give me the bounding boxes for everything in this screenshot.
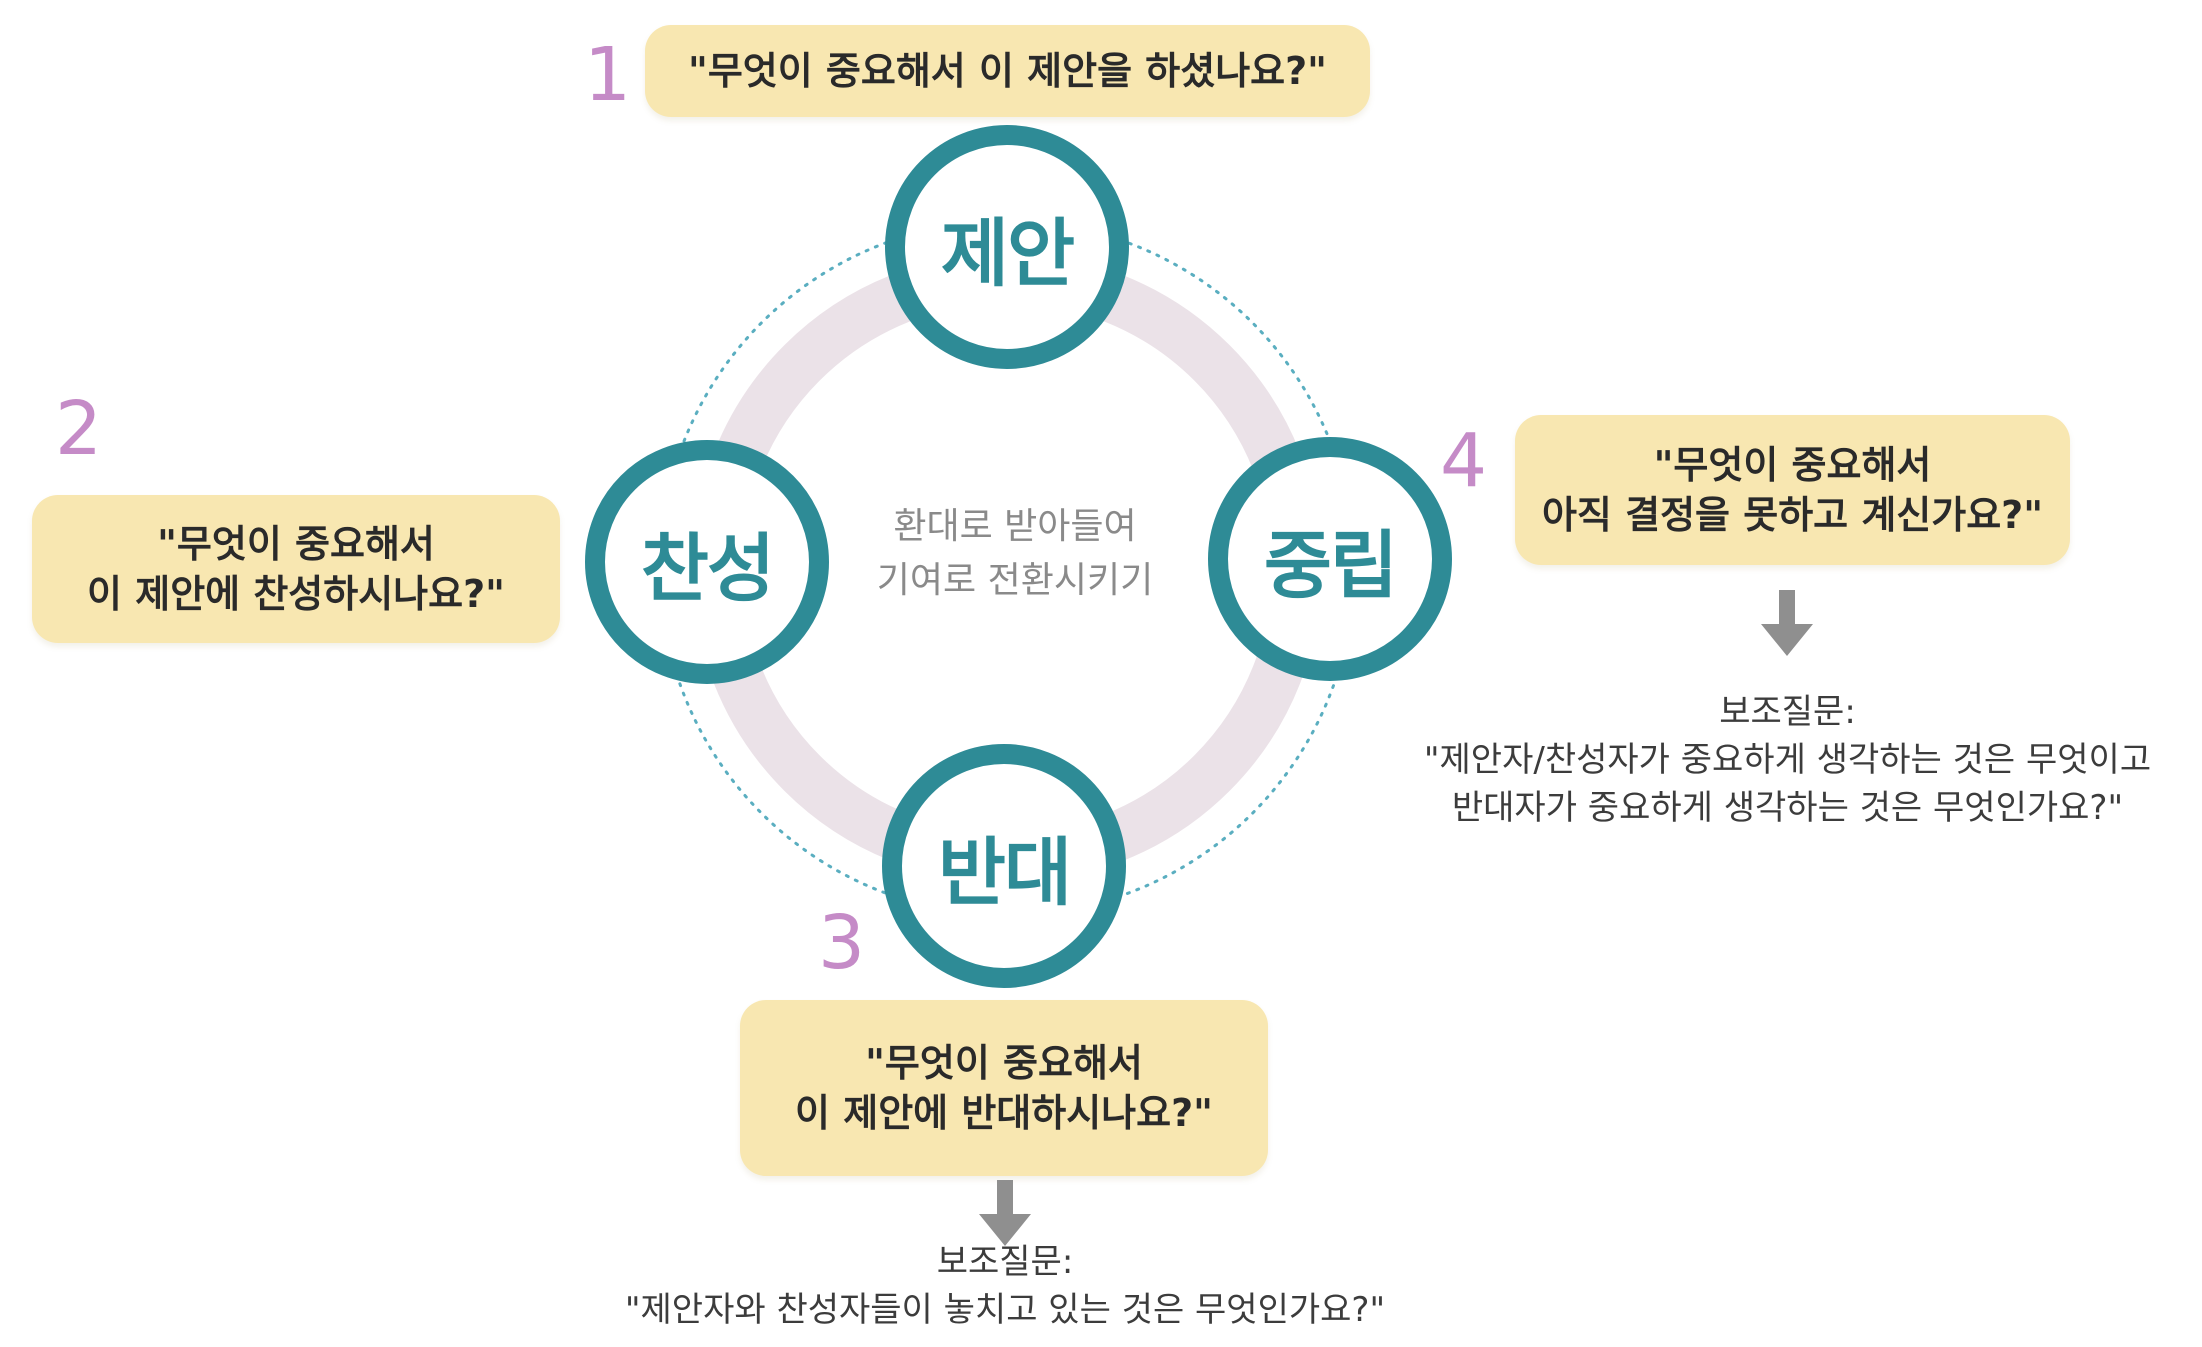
sub-question-label: 보조질문: (936, 1242, 1074, 1282)
question-box-neutral: "무엇이 중요해서 아직 결정을 못하고 계신가요?" (1515, 415, 2070, 565)
center-caption: 환대로 받아들여 기여로 전환시키기 (845, 500, 1185, 608)
node-label-proposal: 제안 (940, 210, 1075, 297)
question-box-oppose: "무엇이 중요해서 이 제안에 반대하시나요?" (740, 1000, 1268, 1176)
question-box-support: "무엇이 중요해서 이 제안에 찬성하시나요?" (32, 495, 560, 643)
down-arrow-icon (979, 1180, 1031, 1246)
question-text: "무엇이 중요해서 이 제안을 하셨나요?" (688, 46, 1327, 96)
node-oppose: 반대 (882, 744, 1126, 988)
node-label-neutral: 중립 (1263, 522, 1398, 609)
node-support: 찬성 (585, 440, 829, 684)
step-number-3: 3 (818, 900, 866, 986)
sub-question-line: 반대자가 중요하게 생각하는 것은 무엇인가요?" (1451, 788, 2124, 828)
center-line-2: 기여로 전환시키기 (876, 560, 1154, 601)
step-number-4: 4 (1440, 418, 1488, 504)
step-number-2: 2 (55, 386, 103, 472)
question-line: "무엇이 중요해서 (1653, 443, 1932, 487)
question-line: "무엇이 중요해서 이 제안을 하셨나요?" (688, 49, 1327, 93)
node-neutral: 중립 (1208, 437, 1452, 681)
sub-question-neutral: 보조질문: "제안자/찬성자가 중요하게 생각하는 것은 무엇이고 반대자가 중… (1380, 688, 2195, 832)
step-number-1: 1 (584, 32, 632, 118)
node-label-support: 찬성 (640, 525, 775, 612)
question-line: 이 제안에 찬성하시나요?" (87, 572, 505, 616)
question-text: "무엇이 중요해서 이 제안에 찬성하시나요?" (87, 519, 505, 619)
sub-question-label: 보조질문: (1719, 692, 1856, 732)
center-line-1: 환대로 받아들여 (893, 506, 1137, 547)
question-text: "무엇이 중요해서 이 제안에 반대하시나요?" (795, 1038, 1213, 1138)
node-proposal: 제안 (885, 125, 1129, 369)
question-line: 아직 결정을 못하고 계신가요?" (1541, 493, 2044, 537)
sub-question-line: "제안자와 찬성자들이 놓치고 있는 것은 무엇인가요?" (624, 1290, 1386, 1330)
down-arrow-icon (1761, 590, 1813, 656)
sub-question-oppose: 보조질문: "제안자와 찬성자들이 놓치고 있는 것은 무엇인가요?" (545, 1238, 1465, 1334)
question-box-proposal: "무엇이 중요해서 이 제안을 하셨나요?" (645, 25, 1370, 117)
sub-question-line: "제안자/찬성자가 중요하게 생각하는 것은 무엇이고 (1423, 740, 2152, 780)
question-line: "무엇이 중요해서 (865, 1041, 1143, 1085)
question-line: "무엇이 중요해서 (157, 522, 435, 566)
question-text: "무엇이 중요해서 아직 결정을 못하고 계신가요?" (1542, 440, 2043, 540)
question-line: 이 제안에 반대하시나요?" (795, 1091, 1213, 1135)
node-label-oppose: 반대 (937, 829, 1072, 916)
